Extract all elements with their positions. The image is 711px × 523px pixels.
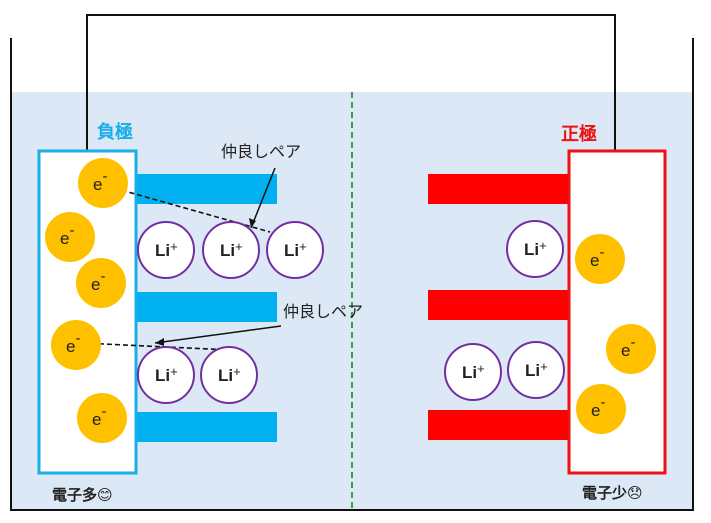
lithium-ion: Li+ [507,341,565,399]
svg-text:e-: e- [591,394,605,420]
electron-particle: e- [76,258,126,308]
pair-link [113,187,271,233]
pair-label-bottom: 仲良しペア [283,303,363,321]
external-wire [86,14,616,150]
svg-text:e-: e- [60,222,74,248]
lithium-ion: Li+ [444,343,502,401]
container-wall [10,38,694,511]
lithium-ion: Li+ [506,220,564,278]
svg-text:Li+: Li+ [220,239,243,260]
electron-particle: e- [77,393,127,443]
svg-text:Li+: Li+ [525,359,548,380]
positive-layer [428,410,570,440]
svg-text:e-: e- [590,244,604,270]
svg-text:e-: e- [91,268,105,294]
svg-text:e-: e- [92,403,106,429]
svg-text:e-: e- [93,168,107,194]
pointer-arrowhead [249,218,256,228]
svg-text:Li+: Li+ [462,361,485,382]
negative-electrode-label: 負極 [97,121,133,142]
pair-link [82,342,231,351]
few-electrons-label: 電子少😞 [582,485,643,502]
lithium-ion: Li+ [137,346,195,404]
electron-particle: e- [51,320,101,370]
svg-text:Li+: Li+ [524,238,547,259]
positive-layer [428,174,570,204]
pointer-arrow [250,167,276,229]
lithium-ion: Li+ [137,221,195,279]
lithium-ion: Li+ [200,346,258,404]
svg-text:Li+: Li+ [155,239,178,260]
lithium-ion: Li+ [266,221,324,279]
svg-text:Li+: Li+ [284,239,307,260]
negative-layer [135,412,277,442]
svg-text:e-: e- [621,334,635,360]
negative-layer [135,292,277,322]
pointer-arrow [154,325,282,344]
svg-text:e-: e- [66,330,80,356]
electron-particle: e- [606,324,656,374]
electron-particle: e- [78,158,128,208]
electron-particle: e- [45,212,95,262]
positive-layer [428,290,570,320]
pointer-arrowhead [155,338,164,346]
many-electrons-label: 電子多😊 [52,487,113,504]
electron-particle: e- [576,384,626,434]
positive-electrode-label: 正極 [561,123,597,144]
svg-text:Li+: Li+ [155,364,178,385]
negative-layer [135,174,277,204]
electron-particle: e- [575,234,625,284]
svg-text:Li+: Li+ [218,364,241,385]
pair-label-top: 仲良しペア [221,143,301,161]
lithium-ion: Li+ [202,221,260,279]
